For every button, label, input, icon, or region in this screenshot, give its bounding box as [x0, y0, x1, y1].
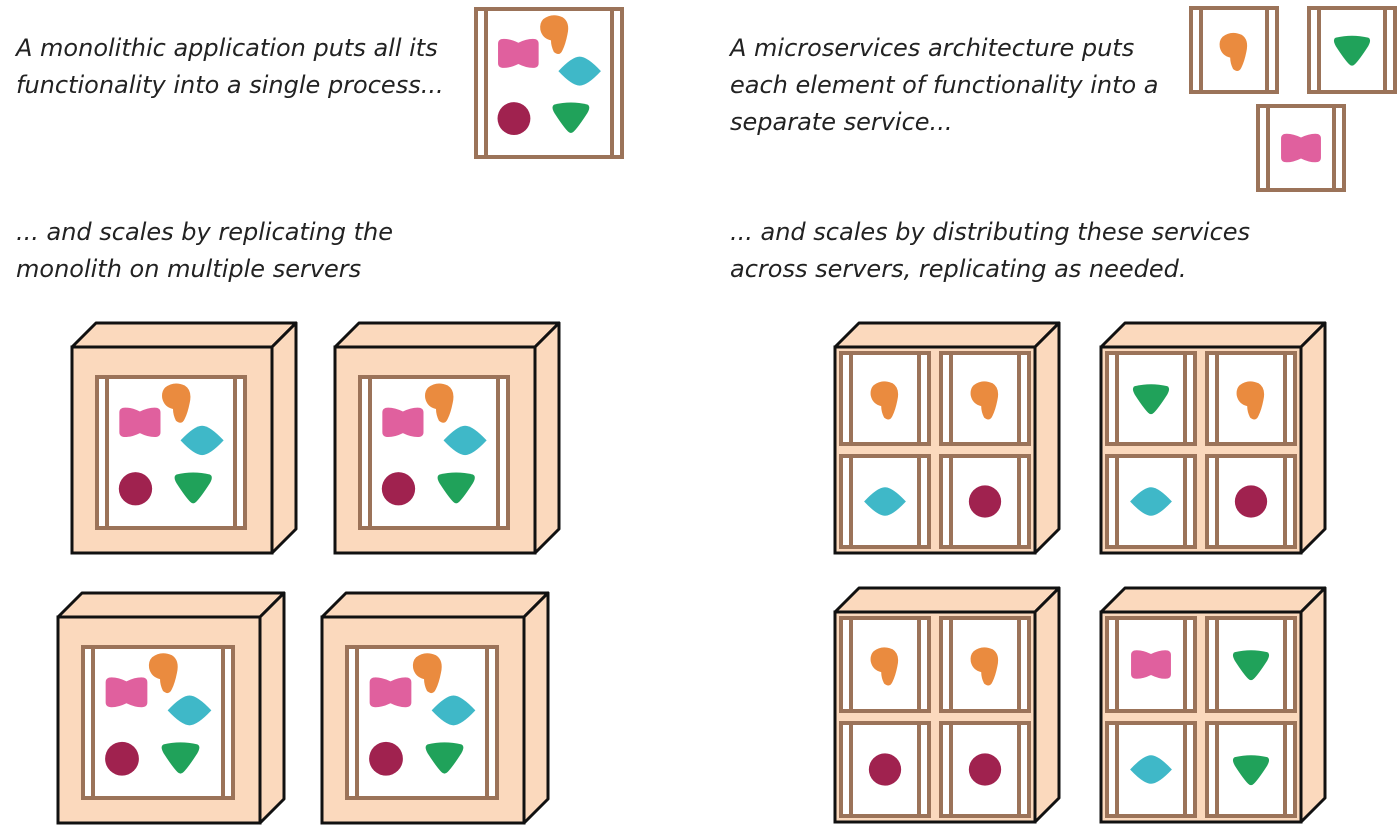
- pink-blob-icon: [119, 407, 161, 437]
- service-frame: [1105, 351, 1197, 446]
- orange-blob-icon: [870, 647, 899, 686]
- microservices-server: [1099, 586, 1327, 824]
- orange-blob-icon: [425, 383, 454, 423]
- service-instance: [839, 351, 931, 446]
- maroon-circle-icon: [369, 741, 403, 776]
- green-triangle-icon: [174, 472, 212, 504]
- monolith-server: [333, 321, 561, 555]
- service-instance: [839, 721, 931, 818]
- pink-blob-icon: [105, 677, 148, 708]
- pink-blob-icon: [369, 677, 412, 708]
- caption-line: across servers, replicating as needed.: [730, 255, 1187, 283]
- maroon-circle-icon: [118, 472, 153, 506]
- pink-blob-icon: [1131, 650, 1171, 679]
- pink-blob-icon: [1281, 133, 1321, 163]
- monolith-scale-caption: ... and scales by replicating the monoli…: [16, 214, 393, 288]
- maroon-circle-icon: [1234, 485, 1268, 518]
- green-triangle-icon: [1333, 35, 1371, 66]
- caption-line: A monolithic application puts all its: [16, 34, 438, 62]
- maroon-circle-icon: [381, 472, 416, 506]
- orange-blob-icon: [162, 383, 191, 423]
- service-frame: [939, 454, 1031, 549]
- cyan-diamond-icon: [180, 425, 224, 456]
- maroon-circle-icon: [968, 753, 1002, 786]
- service-instance: [1105, 351, 1197, 446]
- microservices-server: [1099, 321, 1327, 555]
- service-instance: [939, 351, 1031, 446]
- service-instance: [1205, 616, 1297, 713]
- monolith-server: [320, 591, 550, 825]
- monolith-intro-caption: A monolithic application puts all its fu…: [16, 30, 444, 104]
- service-instance: [939, 721, 1031, 818]
- green-triangle-icon: [552, 102, 590, 133]
- orange-blob-icon: [1219, 32, 1248, 71]
- orange-blob-icon: [148, 653, 178, 694]
- service-instance: [839, 454, 931, 549]
- cyan-diamond-icon: [167, 695, 212, 726]
- orange-blob-icon: [412, 653, 442, 694]
- cyan-diamond-icon: [1130, 755, 1172, 784]
- green-triangle-icon: [1232, 650, 1270, 681]
- service-instance: [939, 454, 1031, 549]
- orange-blob-icon: [970, 647, 999, 686]
- microservice-box: [1307, 6, 1397, 94]
- caption-line: monolith on multiple servers: [16, 255, 362, 283]
- pink-blob-icon: [382, 407, 424, 437]
- orange-blob-icon: [870, 381, 899, 420]
- microservices-server: [833, 321, 1061, 555]
- service-instance: [1205, 721, 1297, 818]
- orange-blob-icon: [970, 381, 999, 420]
- service-instance: [1205, 454, 1297, 549]
- service-instance: [939, 616, 1031, 713]
- pink-blob-icon: [498, 38, 539, 68]
- maroon-circle-icon: [105, 741, 139, 776]
- caption-line: ... and scales by replicating the: [16, 218, 393, 246]
- green-triangle-icon: [1132, 384, 1170, 415]
- microservice-box: [1189, 6, 1279, 94]
- monolith-server: [56, 591, 286, 825]
- green-triangle-icon: [437, 472, 475, 504]
- green-triangle-icon: [1232, 755, 1270, 786]
- service-frame: [939, 721, 1031, 818]
- caption-line: functionality into a single process...: [16, 71, 444, 99]
- cyan-diamond-icon: [443, 425, 487, 456]
- cyan-diamond-icon: [864, 487, 906, 516]
- caption-line: A microservices architecture puts: [730, 34, 1135, 62]
- service-instance: [1105, 616, 1197, 713]
- caption-line: separate service...: [730, 108, 953, 136]
- green-triangle-icon: [425, 742, 464, 774]
- caption-line: each element of functionality into a: [730, 71, 1159, 99]
- microservice-box: [1256, 104, 1346, 192]
- microservices-scale-caption: ... and scales by distributing these ser…: [730, 214, 1250, 288]
- microservices-server: [833, 586, 1061, 824]
- orange-blob-icon: [540, 15, 569, 55]
- service-instance: [1105, 454, 1197, 549]
- cyan-diamond-icon: [431, 695, 476, 726]
- orange-blob-icon: [1236, 381, 1265, 420]
- cyan-diamond-icon: [1130, 487, 1172, 516]
- microservices-intro-caption: A microservices architecture puts each e…: [730, 30, 1159, 141]
- maroon-circle-icon: [968, 485, 1002, 518]
- service-instance: [1205, 351, 1297, 446]
- monolith-server: [70, 321, 298, 555]
- maroon-circle-icon: [497, 102, 531, 135]
- service-instance: [839, 616, 931, 713]
- green-triangle-icon: [161, 742, 200, 774]
- cyan-diamond-icon: [558, 56, 601, 86]
- caption-line: ... and scales by distributing these ser…: [730, 218, 1251, 246]
- monolith-process-box: [474, 7, 624, 159]
- service-instance: [1105, 721, 1197, 818]
- maroon-circle-icon: [868, 753, 902, 786]
